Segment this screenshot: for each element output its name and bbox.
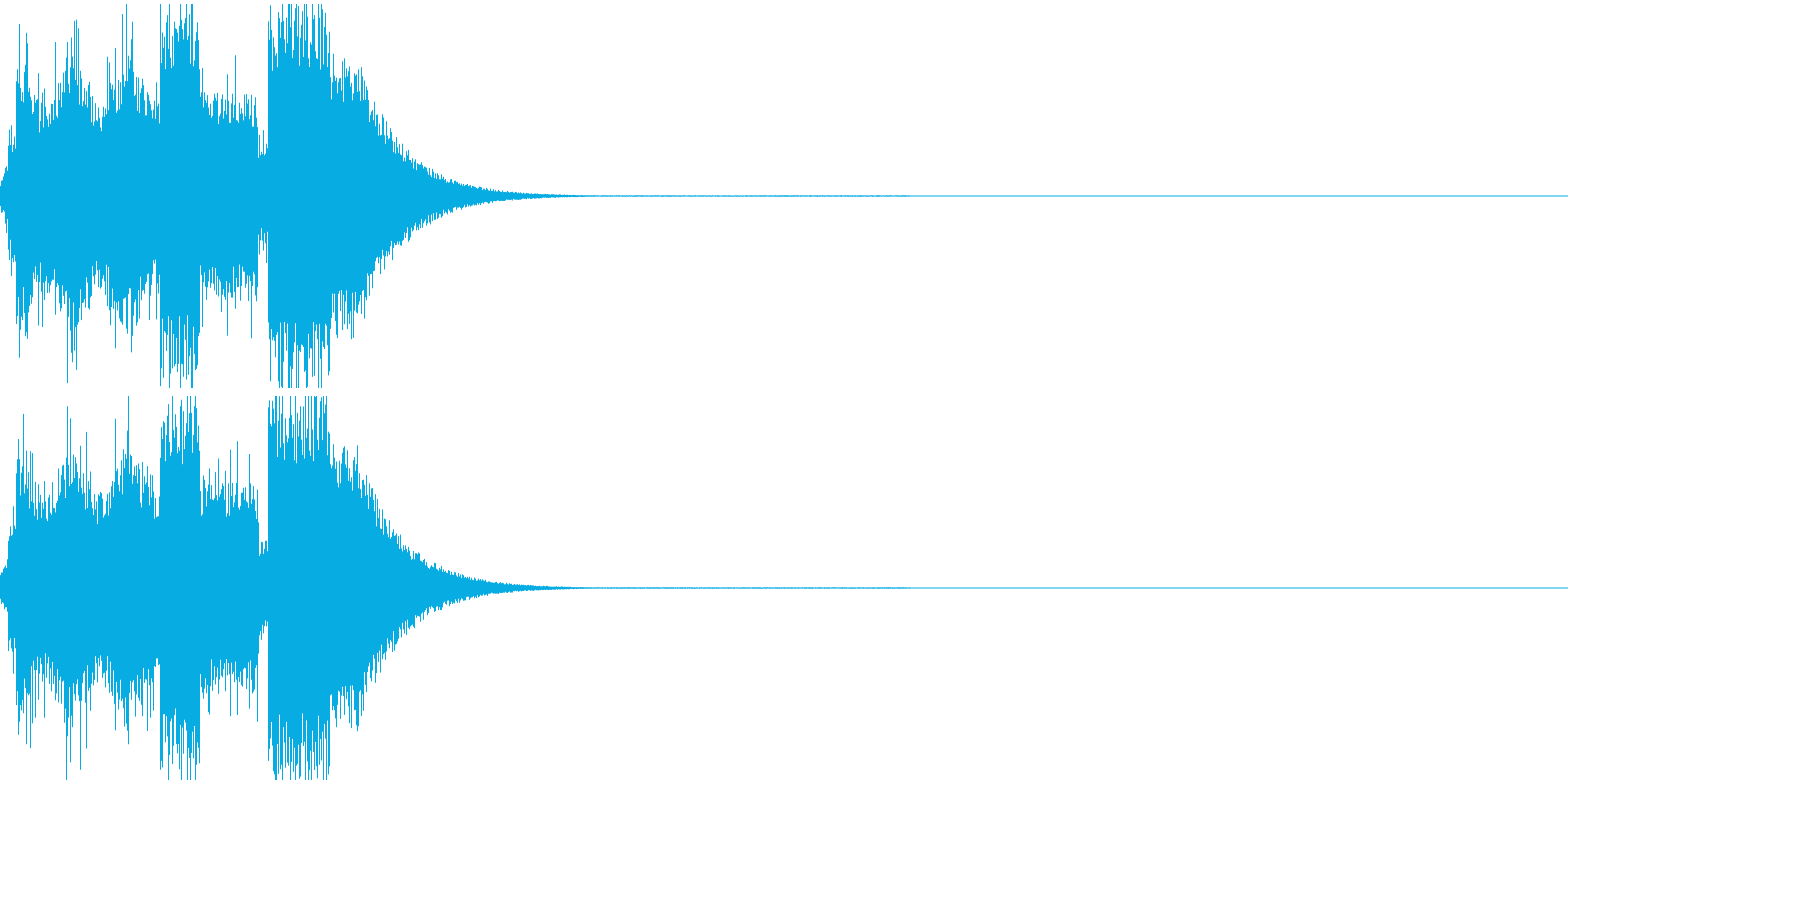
waveform-channel-1-svg xyxy=(0,4,1568,388)
waveform-display xyxy=(0,0,1568,784)
waveform-channel-2-svg xyxy=(0,396,1568,780)
waveform-channel-2 xyxy=(0,392,1568,784)
waveform-samples xyxy=(0,396,910,780)
waveform-samples xyxy=(0,4,910,388)
waveform-channel-1 xyxy=(0,0,1568,392)
